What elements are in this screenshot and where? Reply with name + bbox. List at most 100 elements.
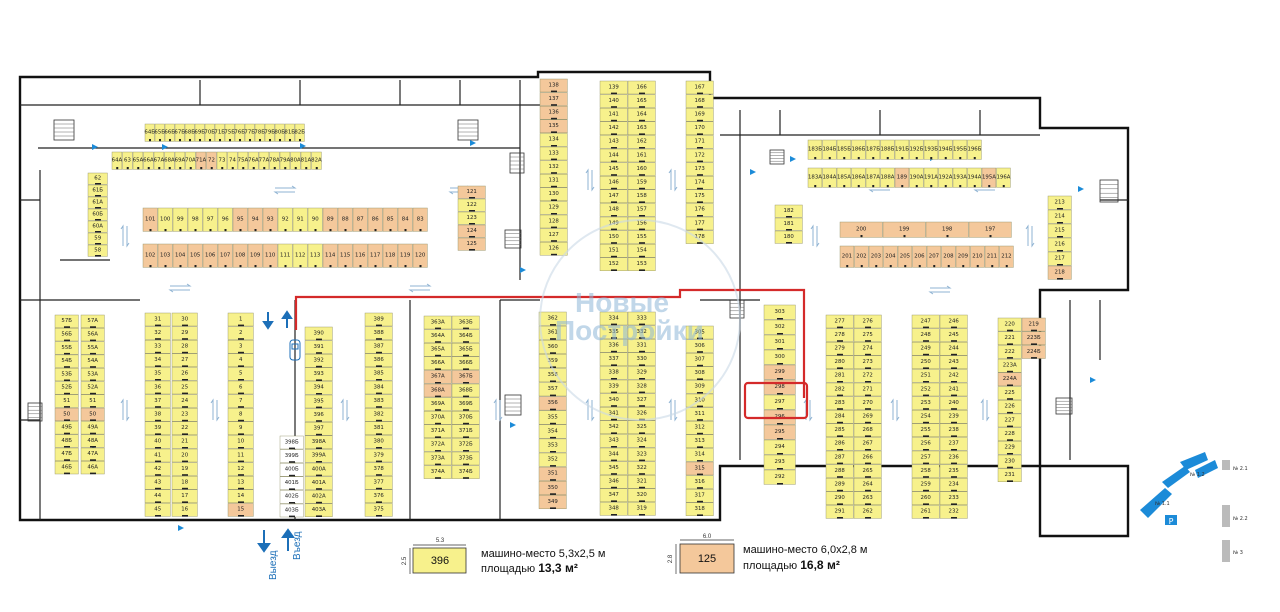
parking-spot[interactable]: 59 (87, 232, 108, 245)
parking-spot[interactable]: 185Б (836, 139, 851, 160)
parking-spot[interactable]: 37 (144, 394, 171, 408)
parking-spot[interactable]: 244 (939, 342, 968, 356)
parking-spot[interactable]: 297 (763, 394, 796, 410)
parking-spot[interactable]: 142 (599, 121, 628, 136)
parking-spot[interactable]: 75А (238, 151, 249, 170)
parking-spot[interactable]: 171 (685, 135, 714, 149)
parking-spot[interactable]: 19 (171, 462, 198, 476)
parking-spot[interactable]: 147 (599, 189, 628, 204)
parking-spot[interactable]: 71А (196, 151, 207, 170)
parking-spot[interactable]: 220 (997, 317, 1022, 332)
parking-spot[interactable]: 402А (304, 490, 333, 504)
parking-spot[interactable]: 170 (685, 121, 714, 136)
parking-spot[interactable]: 158 (627, 189, 656, 204)
parking-spot[interactable]: 69Б (194, 123, 205, 142)
parking-spot[interactable]: 195Б (952, 139, 967, 160)
parking-spot[interactable]: 308 (685, 366, 714, 380)
parking-spot[interactable]: 253 (911, 396, 940, 410)
parking-spot[interactable]: 218 (1047, 265, 1072, 280)
parking-spot[interactable]: 195А (981, 167, 996, 188)
parking-spot[interactable]: 35 (144, 367, 171, 381)
parking-spot[interactable]: 46А (80, 461, 105, 475)
parking-spot[interactable]: 144 (599, 148, 628, 163)
parking-spot[interactable]: 393 (304, 367, 333, 381)
parking-spot[interactable]: 12 (227, 462, 254, 476)
parking-spot[interactable]: 43 (144, 476, 171, 490)
parking-spot[interactable]: 356 (538, 396, 567, 411)
parking-spot[interactable]: 48А (80, 434, 105, 448)
parking-spot[interactable]: 183А (807, 167, 822, 188)
parking-spot[interactable]: 156 (627, 216, 656, 231)
parking-spot[interactable]: 217 (1047, 251, 1072, 266)
parking-spot[interactable]: 76Б (234, 123, 245, 142)
parking-spot[interactable]: 85 (382, 207, 398, 232)
parking-spot[interactable]: 395 (304, 394, 333, 409)
parking-spot[interactable]: 131 (539, 173, 568, 188)
parking-spot[interactable]: 278 (825, 328, 854, 342)
parking-spot[interactable]: 13 (227, 476, 254, 490)
parking-spot[interactable]: 83 (412, 207, 428, 232)
parking-spot[interactable]: 354 (538, 424, 567, 439)
parking-spot[interactable]: 374Б (451, 465, 480, 479)
parking-spot[interactable]: 371А (423, 424, 452, 438)
parking-spot[interactable]: 397 (304, 422, 333, 436)
parking-spot[interactable]: 125 (457, 237, 486, 251)
parking-spot[interactable]: 51 (80, 394, 105, 408)
parking-spot[interactable]: 306 (685, 339, 714, 353)
parking-spot[interactable]: 64Б (144, 123, 155, 142)
parking-spot[interactable]: 82Б (294, 123, 305, 142)
parking-spot[interactable]: 186Б (851, 139, 866, 160)
parking-spot[interactable]: 111 (277, 243, 293, 268)
parking-spot[interactable]: 381 (364, 421, 393, 435)
parking-spot[interactable]: 213 (1047, 195, 1072, 210)
parking-spot[interactable]: 301 (763, 334, 796, 350)
parking-spot[interactable]: 113 (307, 243, 323, 268)
parking-spot[interactable]: 129 (539, 201, 568, 215)
parking-spot[interactable]: 230 (997, 454, 1022, 469)
parking-spot[interactable]: 290 (825, 491, 854, 505)
parking-spot[interactable]: 30 (171, 312, 198, 327)
parking-spot[interactable]: 206 (912, 245, 927, 268)
parking-spot[interactable]: 148 (599, 203, 628, 217)
parking-spot[interactable]: 163 (627, 121, 656, 136)
parking-spot[interactable]: 233 (939, 491, 968, 505)
parking-spot[interactable]: 100 (157, 207, 173, 232)
parking-spot[interactable]: 152 (599, 257, 628, 271)
parking-spot[interactable]: 6 (227, 380, 254, 395)
parking-spot[interactable]: 68Б (184, 123, 195, 142)
parking-spot[interactable]: 311 (685, 407, 714, 421)
parking-spot[interactable]: 114 (322, 243, 338, 268)
parking-spot[interactable]: 126 (539, 241, 568, 256)
parking-spot[interactable]: 172 (685, 148, 714, 163)
parking-spot[interactable]: 187Б (865, 139, 880, 160)
parking-spot[interactable]: 57Б (54, 314, 79, 328)
parking-spot[interactable]: 361 (538, 325, 567, 340)
parking-spot[interactable]: 153 (627, 257, 656, 271)
parking-spot[interactable]: 165 (627, 94, 656, 108)
parking-spot[interactable]: 344 (599, 447, 628, 462)
parking-spot[interactable]: 81Б (284, 123, 295, 142)
parking-spot[interactable]: 192Б (909, 139, 924, 160)
parking-spot[interactable]: 314 (685, 448, 714, 462)
parking-spot[interactable]: 105 (187, 243, 203, 268)
parking-spot[interactable]: 340 (599, 393, 628, 407)
parking-spot[interactable]: 191Б (894, 139, 909, 160)
parking-spot[interactable]: 287 (825, 450, 854, 465)
parking-spot[interactable]: 66Б (164, 123, 175, 142)
parking-spot[interactable]: 11 (227, 448, 254, 463)
parking-spot[interactable]: 383 (364, 394, 393, 408)
parking-spot[interactable]: 349 (538, 495, 567, 509)
parking-spot[interactable]: 193Б (923, 139, 938, 160)
parking-spot[interactable]: 270 (853, 396, 882, 410)
parking-spot[interactable]: 376 (364, 489, 393, 503)
parking-spot[interactable]: 133 (539, 146, 568, 161)
parking-spot[interactable]: 236 (939, 450, 968, 465)
parking-spot[interactable]: 4 (227, 353, 254, 367)
parking-spot[interactable]: 380 (364, 435, 393, 449)
parking-spot[interactable]: 77А (259, 151, 270, 170)
parking-spot[interactable]: 245 (939, 328, 968, 342)
parking-spot[interactable]: 225 (997, 386, 1022, 400)
parking-spot[interactable]: 399А (304, 449, 333, 463)
parking-spot[interactable]: 54Б (54, 354, 79, 368)
parking-spot[interactable]: 200 (839, 221, 883, 238)
